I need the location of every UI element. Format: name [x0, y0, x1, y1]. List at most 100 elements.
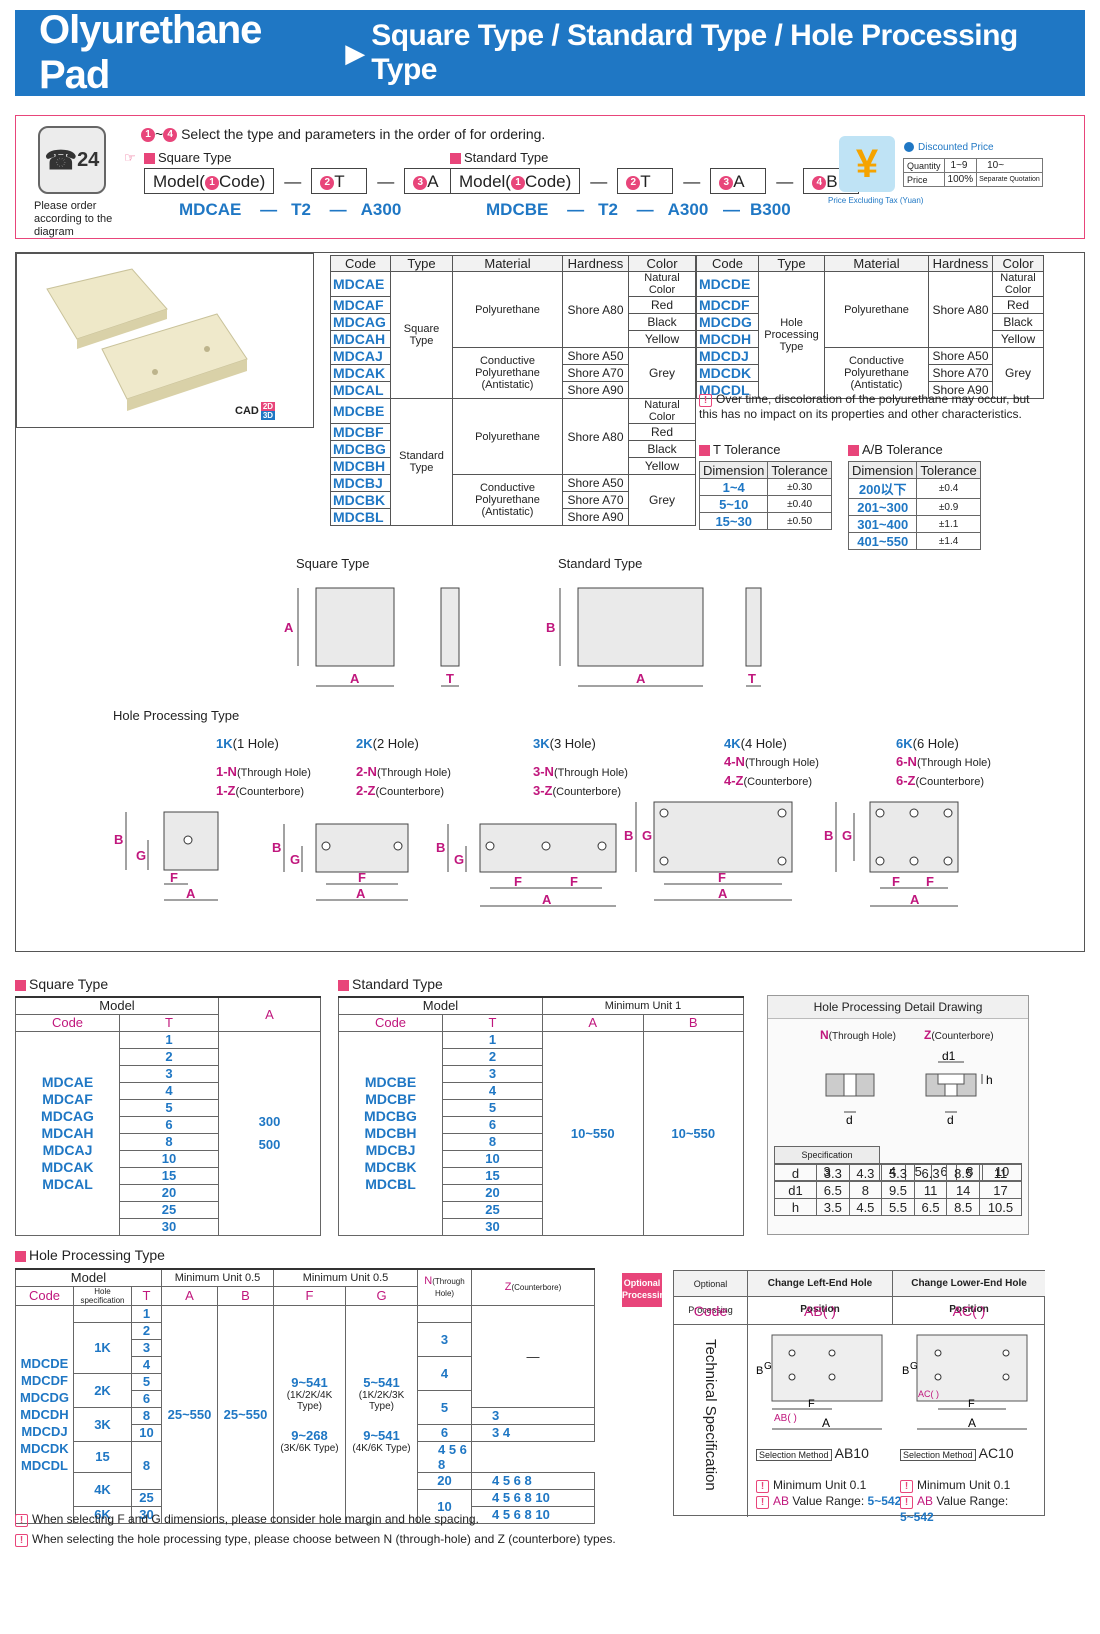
- svg-text:d1: d1: [942, 1049, 956, 1063]
- note-fg: !When selecting F and G dimensions, plea…: [15, 1512, 479, 1527]
- tolerance-row: 401~550±1.4: [847, 532, 981, 550]
- square-standard-drawings: A A T B A T: [284, 587, 762, 687]
- standard-type-drawing-label: Standard Type: [558, 556, 643, 571]
- discoloration-note: !Over time, discoloration of the polyure…: [699, 392, 1030, 421]
- price-tax-note: Price Excluding Tax (Yuan): [828, 196, 924, 205]
- ab-range-note: !Minimum Unit 0.1!AB Value Range: 5~542: [756, 1477, 901, 1509]
- svg-text:A: A: [350, 671, 360, 686]
- hole-3k-label: 3K(3 Hole) 3-N(Through Hole) 3-Z(Counter…: [533, 736, 628, 798]
- svg-text:F: F: [718, 870, 726, 885]
- square-example: MDCAE —T2 —A300: [179, 200, 402, 219]
- hole-table-title: Hole Processing Type: [15, 1247, 165, 1263]
- through-hole-label: N(Through Hole): [820, 1028, 896, 1042]
- svg-text:F: F: [358, 870, 366, 885]
- technical-specification-label: Technical Specification: [702, 1339, 719, 1491]
- svg-text:d: d: [846, 1113, 853, 1126]
- svg-text:A: A: [910, 892, 920, 907]
- standard-example: MDCBE —T2 —A300 —B300: [486, 200, 791, 219]
- ac-range-note: !Minimum Unit 0.1!AB Value Range: 5~542: [900, 1478, 1011, 1524]
- svg-text:G: G: [910, 1361, 918, 1372]
- svg-text:B: B: [436, 840, 445, 855]
- tolerance-row: 201~300±0.9: [847, 498, 981, 516]
- svg-text:F: F: [926, 874, 934, 889]
- table-row: 30: [339, 1217, 744, 1236]
- yen-icon: ¥: [839, 136, 895, 192]
- table-row: 10: [339, 1149, 744, 1168]
- phone-24-icon: ☎24: [38, 126, 106, 194]
- svg-text:d: d: [947, 1113, 954, 1126]
- order-note: Please order according to the diagram: [34, 200, 113, 238]
- tolerance-row: 5~10±0.40: [698, 495, 832, 513]
- tolerance-row: 15~30±0.50: [698, 512, 832, 530]
- svg-text:G: G: [290, 852, 300, 867]
- svg-text:B: B: [824, 828, 833, 843]
- square-type-drawing-label: Square Type: [296, 556, 370, 571]
- tolerance-row: 301~400±1.1: [847, 515, 981, 533]
- table-row: MDCDE MDCDF MDCDG MDCDH MDCDJ MDCDK MDCD…: [15, 1304, 595, 1524]
- svg-text:F: F: [892, 874, 900, 889]
- svg-text:A: A: [356, 886, 366, 901]
- hole-detail-title: Hole Processing Detail Drawing: [768, 996, 1028, 1019]
- table-row: 30: [16, 1217, 321, 1236]
- optional-processing-drawings: A F B G AB( ) A F B G AC( ): [756, 1334, 1028, 1430]
- svg-text:F: F: [170, 870, 178, 885]
- standard-table-title: Standard Type: [338, 976, 443, 992]
- selection-method-ab: Selection Method AB10: [756, 1445, 869, 1461]
- svg-text:A: A: [186, 886, 196, 901]
- svg-text:A: A: [968, 1416, 976, 1430]
- counterbore-label: Z(Counterbore): [924, 1028, 994, 1042]
- order-instructions: ☎24 Please order according to the diagra…: [15, 115, 1085, 239]
- selection-method-ac: Selection Method AC10: [900, 1445, 1014, 1461]
- hole-1k-label: 1K(1 Hole) 1-N(Through Hole) 1-Z(Counter…: [216, 736, 311, 798]
- svg-text:h: h: [986, 1073, 993, 1087]
- svg-text:F: F: [570, 874, 578, 889]
- standard-type-label: Standard Type: [450, 150, 548, 165]
- page-banner: Olyurethane Pad ▶ Square Type / Standard…: [15, 8, 1085, 97]
- svg-text:G: G: [454, 852, 464, 867]
- hole-2k-label: 2K(2 Hole) 2-N(Through Hole) 2-Z(Counter…: [356, 736, 451, 798]
- svg-text:B: B: [624, 828, 633, 843]
- note-nz: !When selecting the hole processing type…: [15, 1532, 616, 1547]
- square-table-title: Square Type: [15, 976, 108, 992]
- table-row: 15: [339, 1166, 744, 1185]
- svg-text:A: A: [718, 886, 728, 901]
- order-instruction: 1~4 Select the type and parameters in th…: [141, 126, 545, 143]
- hole-detail-panel: Hole Processing Detail Drawing N(Through…: [767, 995, 1029, 1235]
- hole-4k-label: 4K(4 Hole) 4-N(Through Hole) 4-Z(Counter…: [724, 736, 819, 788]
- svg-text:F: F: [808, 1398, 815, 1410]
- svg-text:G: G: [842, 828, 852, 843]
